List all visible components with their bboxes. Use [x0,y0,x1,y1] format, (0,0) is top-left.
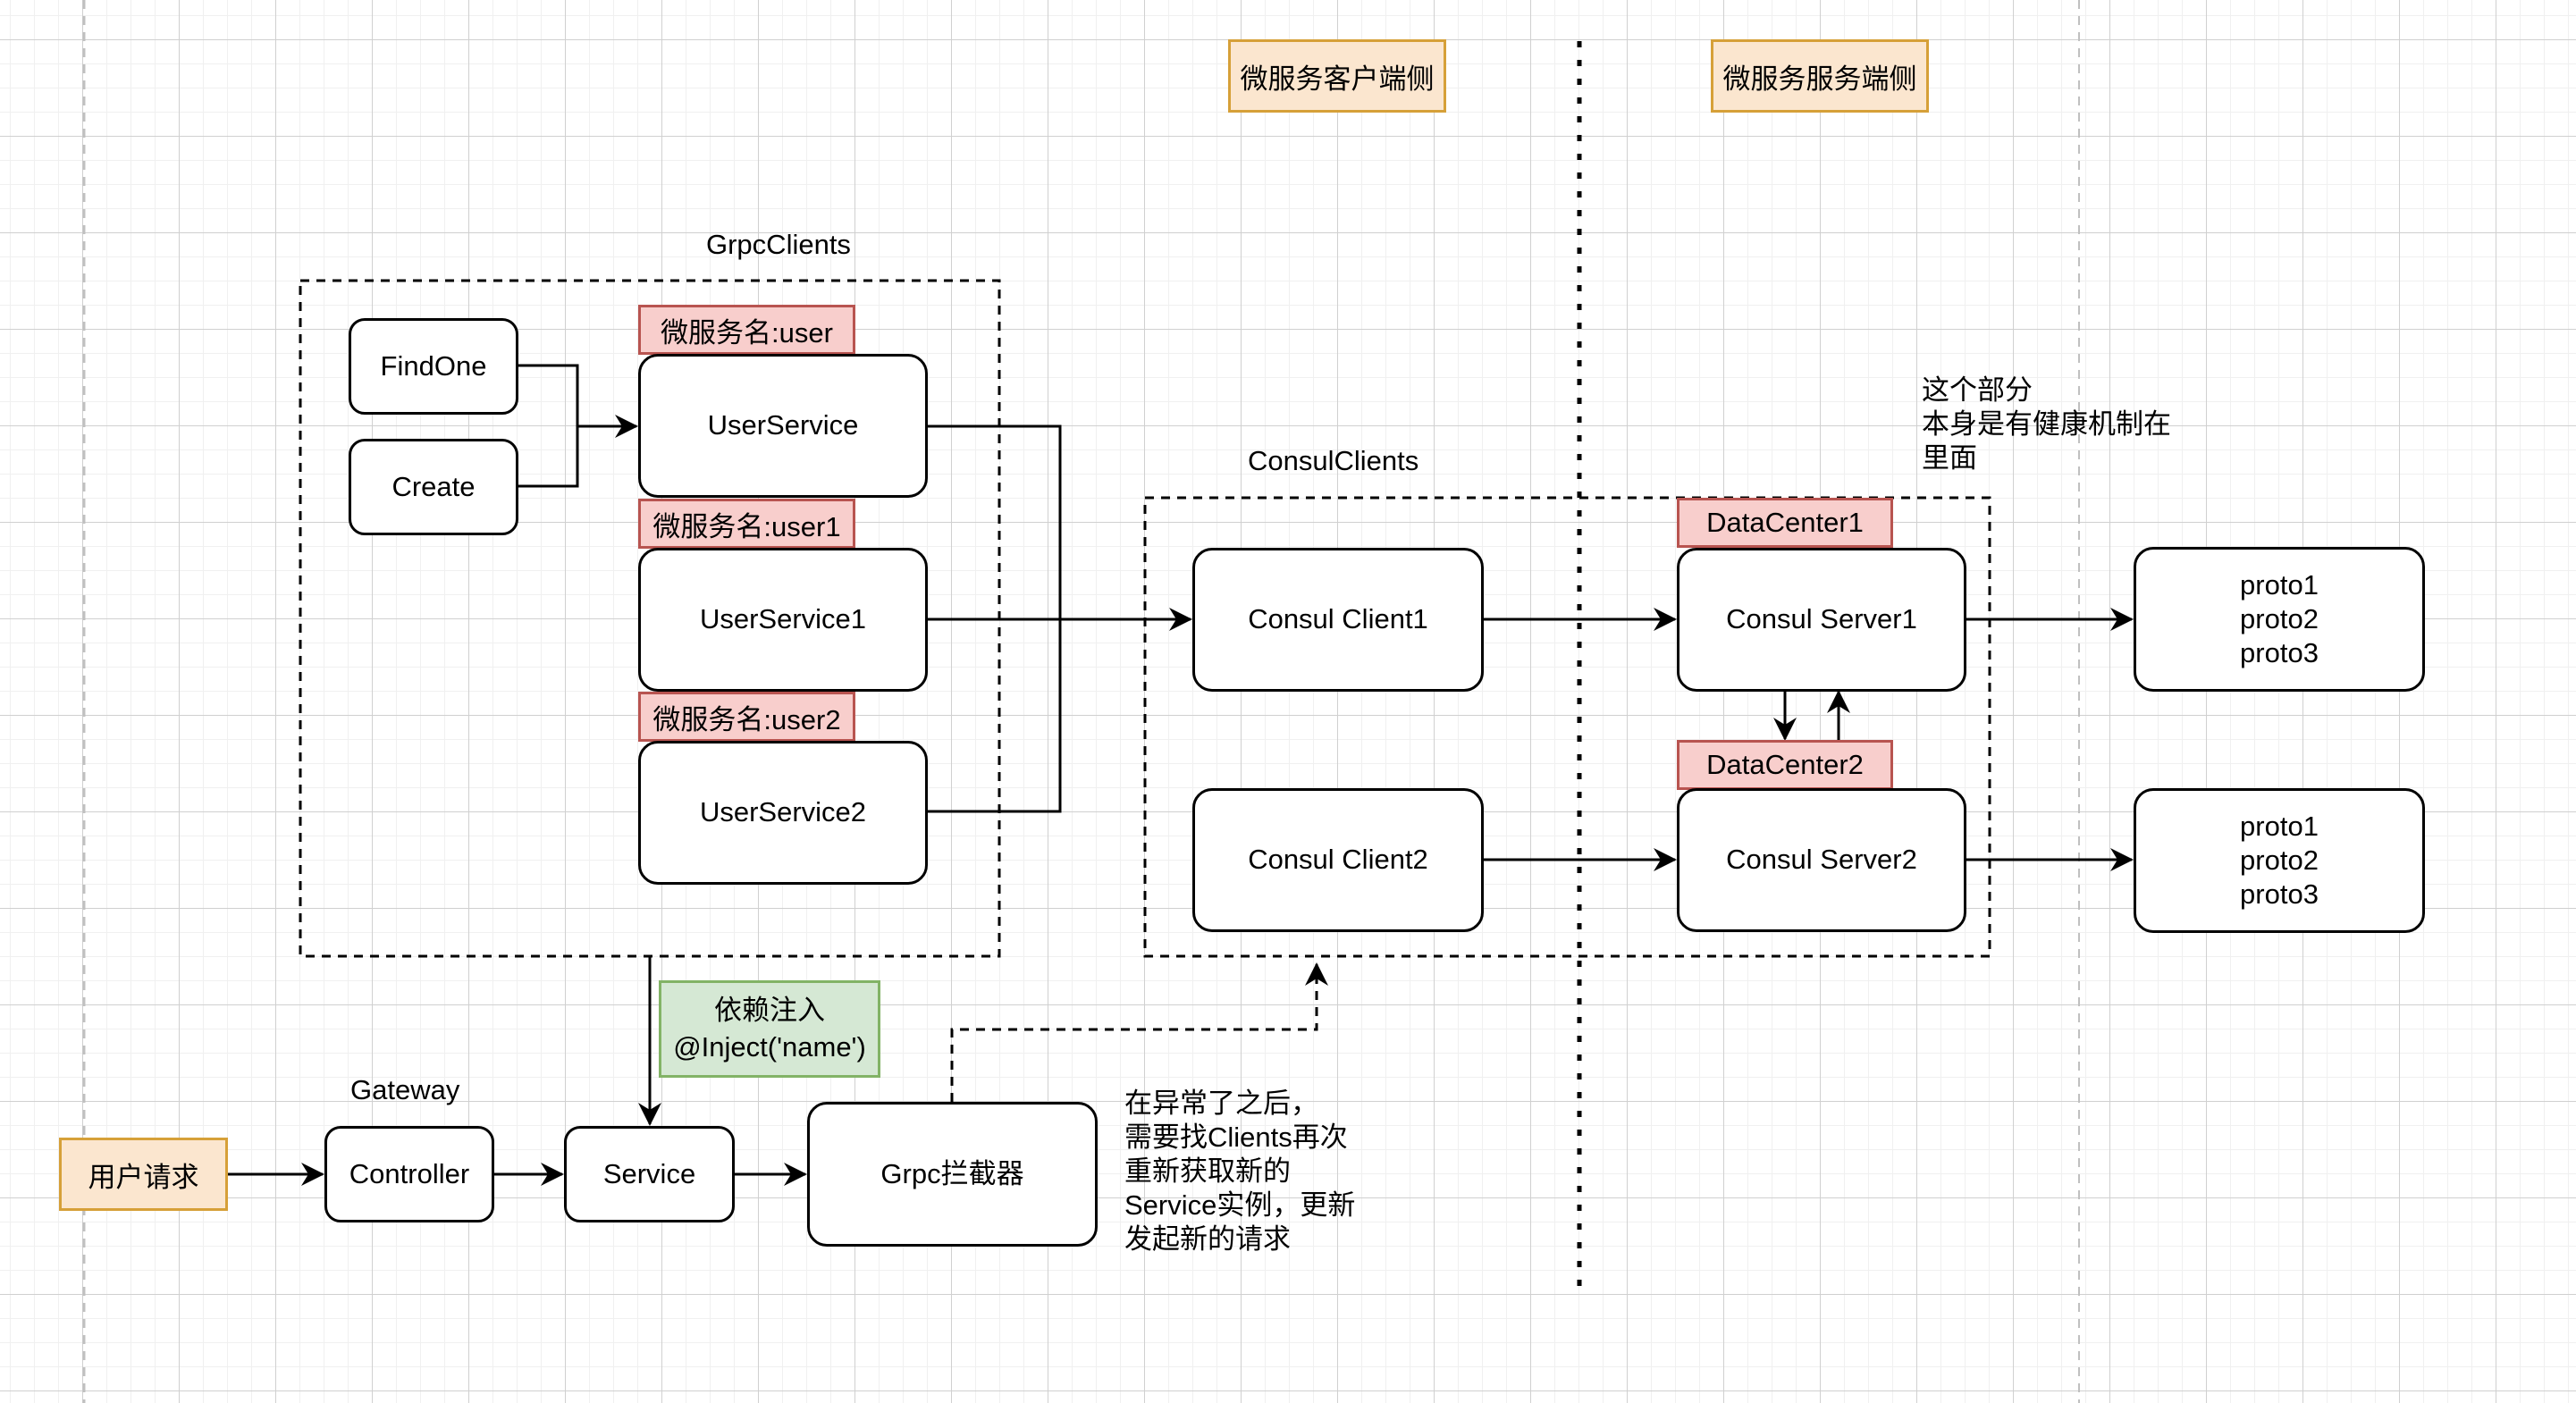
controller-node[interactable]: Controller [324,1126,494,1222]
service-tag-user1: 微服务名:user1 [638,499,855,549]
create-node[interactable]: Create [349,439,518,535]
server-side-header: 微服务服务端侧 [1711,39,1929,113]
client-side-header: 微服务客户端侧 [1228,39,1446,113]
service-tag-user: 微服务名:user [638,305,855,355]
proto-set-1-node[interactable]: proto1 proto2 proto3 [2134,547,2425,692]
grpc-interceptor-node[interactable]: Grpc拦截器 [807,1102,1098,1247]
gateway-title: Gateway [350,1074,460,1105]
health-note: 这个部分 本身是有健康机制在 里面 [1922,374,2171,474]
datacenter2-tag: DataCenter2 [1677,740,1893,790]
edge-userservice2-consul [927,619,1062,813]
consul-clients-group [1143,496,1991,958]
edge-findone-userservice [517,364,638,438]
edge-create-userservice [517,426,579,488]
dependency-injection-note: 依赖注入 @Inject('name') [659,980,880,1078]
userservice2-node[interactable]: UserService2 [638,741,928,885]
findone-node[interactable]: FindOne [349,318,518,415]
retry-note: 在异常了之后， 需要找Clients再次 重新获取新的 Service实例，更新… [1124,1088,1356,1255]
userservice1-node[interactable]: UserService1 [638,548,928,692]
service-tag-user2: 微服务名:user2 [638,692,855,742]
edge-interceptor-consul-retry [950,962,1328,1102]
consul-server1-node[interactable]: Consul Server1 [1677,548,1966,692]
userservice-node[interactable]: UserService [638,354,928,498]
injection-line2: @Inject('name') [673,1030,866,1063]
edge-userservice-consul [927,424,1062,619]
datacenter1-tag: DataCenter1 [1677,498,1893,548]
consul-server2-node[interactable]: Consul Server2 [1677,788,1966,932]
grpc-clients-title: GrpcClients [706,229,851,260]
consul-client2-node[interactable]: Consul Client2 [1192,788,1484,932]
user-request-node: 用户请求 [59,1138,228,1211]
consul-client1-node[interactable]: Consul Client1 [1192,548,1484,692]
consul-clients-title: ConsulClients [1248,445,1419,476]
injection-line1: 依赖注入 [714,995,825,1027]
service-node[interactable]: Service [564,1126,735,1222]
proto-set-2-node[interactable]: proto1 proto2 proto3 [2134,788,2425,933]
